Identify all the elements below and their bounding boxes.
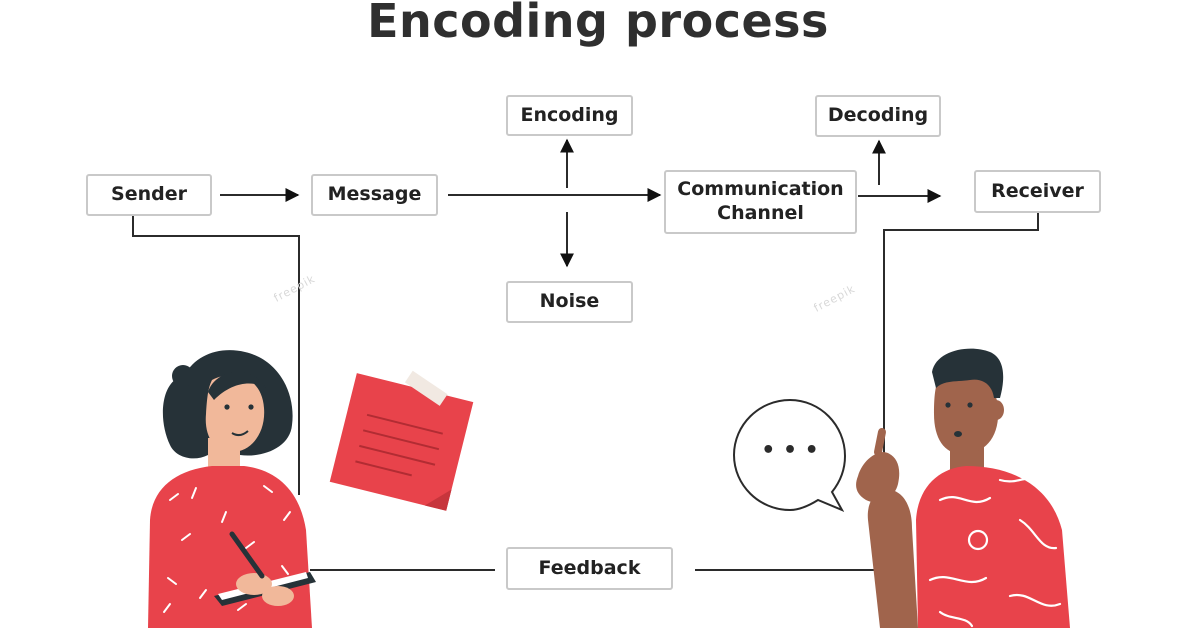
sticky-note-icon — [329, 370, 474, 511]
sender-lead-line — [132, 216, 300, 495]
channel-label-line2: Channel — [717, 202, 804, 224]
connector-lines — [132, 213, 1039, 571]
receiver-lead-line — [883, 213, 1039, 462]
flow-arrows — [220, 138, 942, 268]
diagram-title: Encoding process — [367, 0, 829, 48]
man-face — [934, 372, 999, 454]
node-feedback: Feedback — [506, 547, 673, 590]
node-noise: Noise — [506, 281, 633, 323]
receiver-man-illustration — [856, 348, 1070, 628]
man-hair — [932, 348, 1004, 398]
man-arm — [867, 489, 918, 628]
speech-bubble-icon — [732, 398, 847, 513]
man-hand — [856, 452, 900, 503]
sender-woman-illustration — [148, 350, 316, 628]
woman-hair-bun — [172, 365, 194, 387]
node-encoding: Encoding — [506, 95, 633, 136]
man-shirt — [916, 466, 1070, 628]
speech-bubble-dots: • • • — [761, 438, 819, 463]
pen-icon — [229, 531, 265, 579]
channel-label-line1: Communication — [677, 178, 844, 201]
node-decoding: Decoding — [815, 95, 941, 137]
node-message: Message — [311, 174, 438, 216]
node-communication-channel: Communication Channel — [664, 170, 857, 234]
node-receiver: Receiver — [974, 170, 1101, 213]
node-sender: Sender — [86, 174, 212, 216]
